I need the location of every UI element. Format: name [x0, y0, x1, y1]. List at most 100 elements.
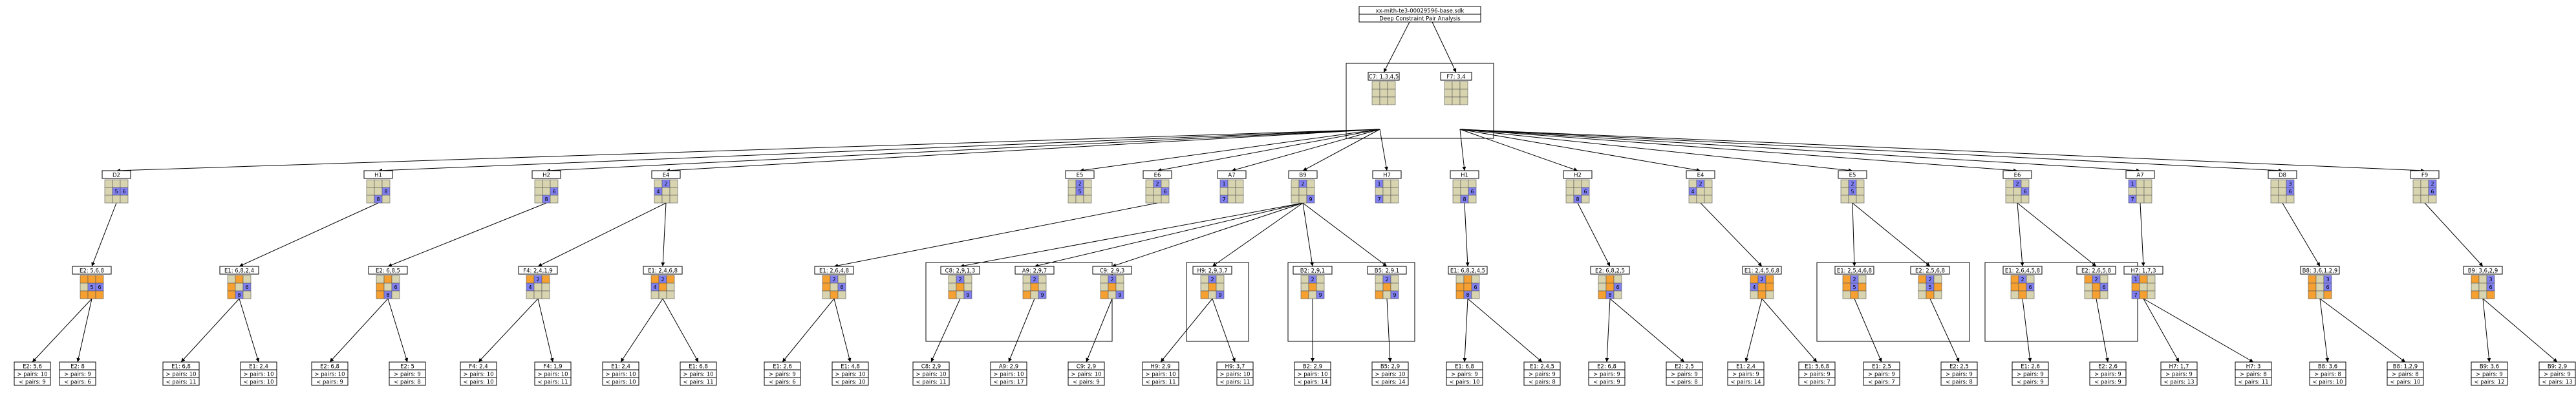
- leaf-node[interactable]: E1: 2,6> pairs: 9< pairs: 9: [2012, 361, 2049, 386]
- leaf-node[interactable]: H7: 3> pairs: 8< pairs: 11: [2235, 361, 2272, 386]
- leaf-node[interactable]: E2: 5,6> pairs: 10< pairs: 9: [14, 361, 51, 386]
- leaf-node[interactable]: B8: 1,2,9> pairs: 8< pairs: 10: [2387, 361, 2424, 386]
- leaf-node[interactable]: B2: 2,9> pairs: 10< pairs: 14: [1294, 361, 1331, 386]
- leaf-node[interactable]: E1: 2,4> pairs: 10< pairs: 10: [602, 361, 639, 386]
- leaf-node[interactable]: F4: 1,9> pairs: 10< pairs: 11: [534, 361, 572, 386]
- leaf-node[interactable]: E1: 6,8> pairs: 9< pairs: 10: [1446, 361, 1483, 386]
- leaf-node[interactable]: F4: 2,4> pairs: 10< pairs: 10: [460, 361, 497, 386]
- grid-cell: [2099, 275, 2109, 284]
- grid-cell: [2412, 179, 2421, 188]
- leaf-node[interactable]: E2: 2,6> pairs: 9< pairs: 9: [2089, 361, 2127, 386]
- level2-node[interactable]: E2: 6,8,568: [368, 266, 408, 299]
- leaf-node[interactable]: C8: 2,9> pairs: 10< pairs: 11: [912, 361, 950, 386]
- level2-node[interactable]: H7: 1,7,317: [2123, 266, 2163, 299]
- grid-cell: [2308, 290, 2317, 299]
- level2-node[interactable]: E1: 2,5,4,6,825: [1834, 266, 1874, 299]
- grid-cell: [533, 290, 542, 299]
- leaf-node[interactable]: E1: 6,8> pairs: 10< pairs: 11: [680, 361, 717, 386]
- grid-cell: [2084, 290, 2093, 299]
- grid-cell: [1227, 187, 1236, 196]
- level2-node[interactable]: E1: 6,8,2,4,568: [1448, 266, 1488, 299]
- level2-node[interactable]: B9: 3,6,2,936: [2463, 266, 2503, 299]
- grid-cell-value: 1: [1222, 181, 1225, 187]
- leaf-node[interactable]: E1: 2,4> pairs: 10< pairs: 10: [240, 361, 277, 386]
- tree-edge: [1464, 298, 1468, 363]
- level2-node[interactable]: C9: 2,9,329: [1092, 266, 1132, 299]
- level2-node[interactable]: E1: 6,8,2,468: [219, 266, 259, 299]
- leaf-node[interactable]: H9: 3,7> pairs: 10< pairs: 11: [1216, 361, 1254, 386]
- leaf-node[interactable]: E1: 2,4,5> pairs: 9< pairs: 8: [1523, 361, 1561, 386]
- leaf-node[interactable]: E2: 6,8> pairs: 9< pairs: 9: [1588, 361, 1626, 386]
- level2-node[interactable]: C8: 2,9,1,329: [940, 266, 980, 299]
- root-pair-node[interactable]: F7: 3,4: [1440, 72, 1472, 105]
- level2-node[interactable]: E2: 6,8,2,568: [1590, 266, 1630, 299]
- leaf-node[interactable]: E1: 4,8> pairs: 10< pairs: 10: [832, 361, 869, 386]
- root-pair-node[interactable]: C7: 1,3,4,5: [1368, 72, 1400, 105]
- leaf-node[interactable]: H9: 2,9> pairs: 10< pairs: 11: [1142, 361, 1179, 386]
- level2-node[interactable]: E1: 2,4,6,824: [643, 266, 683, 299]
- level2-node[interactable]: E1: 2,6,4,826: [814, 266, 854, 299]
- level2-node[interactable]: E1: 2,4,5,6,824: [1742, 266, 1782, 299]
- grid-cell-value: 7: [1222, 197, 1225, 202]
- level2-node[interactable]: E2: 2,5,6,825: [1910, 266, 1950, 299]
- leaf-node[interactable]: B9: 2,9> pairs: 9< pairs: 13: [2538, 361, 2576, 386]
- leaf-node[interactable]: B5: 2,9> pairs: 10< pairs: 14: [1371, 361, 1409, 386]
- leaf-node[interactable]: E2: 8> pairs: 9< pairs: 6: [59, 361, 96, 386]
- leaf-node[interactable]: E1: 6,8> pairs: 10< pairs: 11: [162, 361, 200, 386]
- level2-node[interactable]: E2: 2,6,5,826: [2076, 266, 2116, 299]
- grid-cell: [1387, 89, 1396, 98]
- grid-cell-value: 6: [122, 189, 125, 195]
- level2-node[interactable]: H9: 2,9,3,729: [1192, 266, 1232, 299]
- leaf-node[interactable]: E1: 2,4> pairs: 9< pairs: 14: [1727, 361, 1765, 386]
- leaf-node[interactable]: E2: 2,5> pairs: 9< pairs: 8: [1666, 361, 1703, 386]
- level2-node[interactable]: F4: 2,4,1,924: [518, 266, 558, 299]
- leaf-node[interactable]: E2: 5> pairs: 9< pairs: 8: [389, 361, 426, 386]
- leaf-label: E1: 6,8: [171, 364, 191, 370]
- level2-node[interactable]: B8: 3,6,1,2,936: [2300, 266, 2340, 299]
- leaf-node[interactable]: E1: 2,6> pairs: 9< pairs: 6: [764, 361, 801, 386]
- leaf-node[interactable]: E2: 6,8> pairs: 10< pairs: 9: [311, 361, 349, 386]
- leaf-node[interactable]: H7: 1,7> pairs: 9< pairs: 13: [2160, 361, 2198, 386]
- grid-cell: [650, 275, 660, 284]
- leaf-node[interactable]: B9: 3,6> pairs: 9< pairs: 12: [2471, 361, 2508, 386]
- leaf-node[interactable]: C9: 2,9> pairs: 10< pairs: 9: [1068, 361, 1105, 386]
- leaf-node[interactable]: E1: 2,5> pairs: 9< pairs: 7: [1863, 361, 1900, 386]
- grid-cell-value: 8: [384, 189, 387, 195]
- grid-cell: [227, 290, 236, 299]
- level2-node[interactable]: E1: 2,6,4,5,826: [2002, 266, 2043, 299]
- leaf-node[interactable]: A9: 2,9> pairs: 10< pairs: 17: [990, 361, 1027, 386]
- level2-node[interactable]: B5: 2,9,129: [1367, 266, 1407, 299]
- leaf-node[interactable]: B8: 3,6> pairs: 8< pairs: 10: [2309, 361, 2346, 386]
- leaf-label: B9: 2,9: [2548, 364, 2567, 370]
- level2-node[interactable]: A9: 2,9,729: [1014, 266, 1055, 299]
- level2-node[interactable]: B2: 2,9,129: [1293, 266, 1333, 299]
- leaf-box: [1727, 361, 1765, 386]
- grid-cell: [1306, 179, 1315, 188]
- leaf-label: H9: 2,9: [1151, 364, 1171, 370]
- leaf-node[interactable]: E2: 2,5> pairs: 9< pairs: 8: [1940, 361, 1978, 386]
- leaf-box: [311, 361, 349, 386]
- leaf-node[interactable]: E1: 5,6,8> pairs: 9< pairs: 7: [1798, 361, 1836, 386]
- grid-cell: [1750, 290, 1759, 299]
